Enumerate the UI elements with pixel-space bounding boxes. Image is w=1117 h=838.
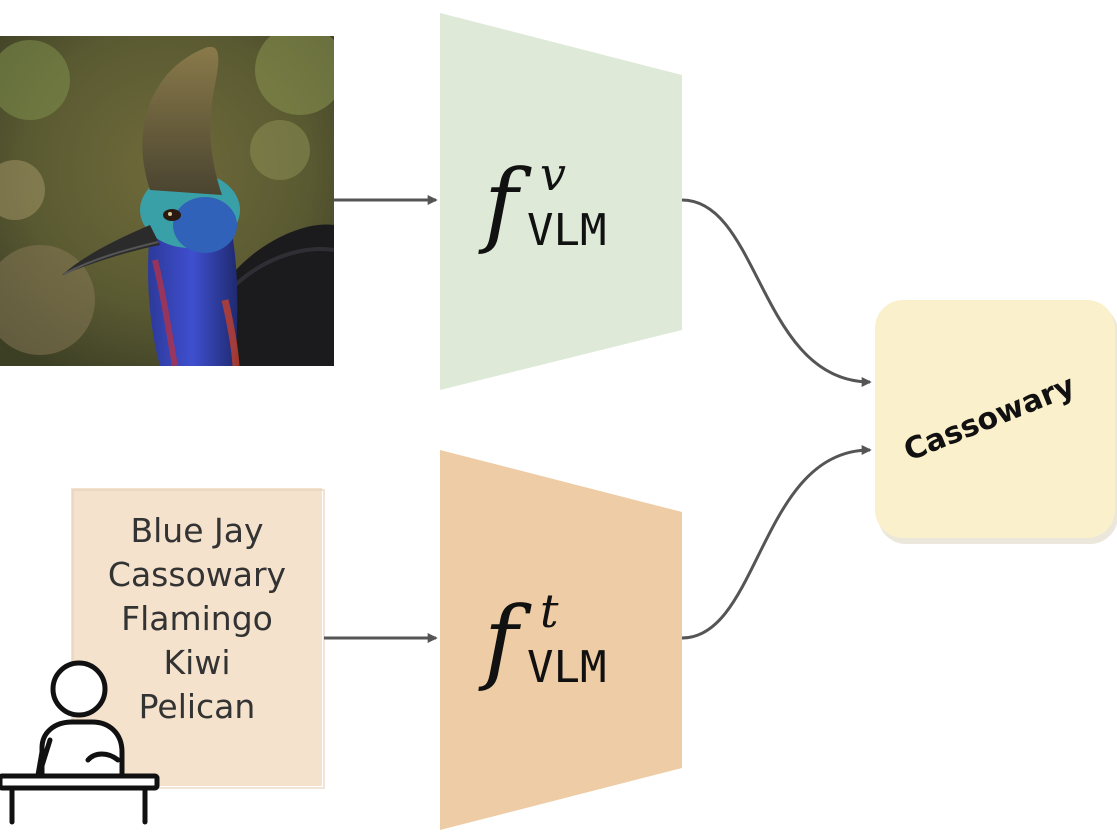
class-name-item: Kiwi [164, 643, 231, 682]
input-image [0, 36, 334, 366]
class-name-item: Cassowary [108, 555, 286, 594]
text-encoder-block [440, 450, 682, 830]
encoder-subscript: VLM [527, 642, 606, 693]
output-box [875, 300, 1115, 538]
image-embedding-arrow [681, 198, 872, 387]
class-name-item: Flamingo [121, 599, 273, 638]
class-name-item: Pelican [139, 687, 256, 726]
text-embedding-arrow [681, 445, 872, 640]
image-encoder-block [440, 13, 682, 390]
class-name-list: Blue Jay Cassowary Flamingo Kiwi Pelican [108, 511, 286, 726]
encoder-superscript: v [540, 147, 566, 201]
person-writing-at-desk-icon [0, 660, 160, 825]
encoder-subscript: VLM [527, 205, 606, 256]
class-name-item: Blue Jay [131, 511, 264, 550]
encoder-superscript: t [540, 584, 559, 638]
